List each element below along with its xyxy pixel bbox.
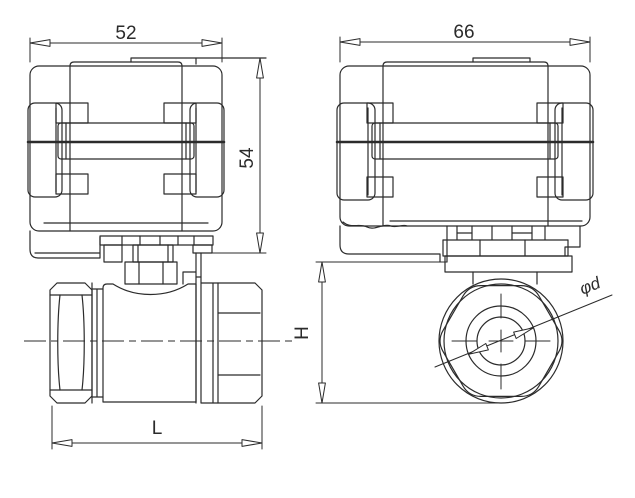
dim-label-side-width: 66 (453, 22, 474, 43)
arrowhead-icon (256, 232, 264, 254)
arrowhead-icon (339, 38, 361, 46)
front-mounting-bracket (99, 235, 214, 285)
side-valve-end-view (438, 278, 564, 404)
arrowhead-icon (318, 261, 326, 283)
dim-label-front-width: 52 (115, 23, 136, 44)
arrowhead-icon (51, 439, 73, 447)
arrowhead-icon (241, 439, 263, 447)
dimension-side-width: 66 (339, 22, 591, 63)
side-mounting-bracket (442, 225, 573, 285)
arrowhead-icon (468, 343, 489, 355)
side-view (335, 57, 595, 404)
dimension-side-height: H (292, 261, 504, 404)
arrowhead-icon (513, 327, 534, 339)
dimension-front-height: 54 (192, 57, 267, 254)
arrowhead-icon (569, 38, 591, 46)
front-actuator-housing (26, 57, 267, 259)
dim-label-side-height: H (292, 326, 313, 340)
dimension-front-width: 52 (29, 23, 223, 63)
dim-label-front-height: 54 (237, 147, 258, 169)
dim-label-front-length: L (152, 418, 163, 439)
arrowhead-icon (29, 39, 51, 47)
dimension-front-length: L (51, 405, 263, 450)
arrowhead-icon (256, 57, 264, 79)
arrowhead-icon (201, 39, 223, 47)
hex-nut-outline (439, 285, 563, 397)
dimensions: 52 66 54 L H (29, 22, 613, 450)
front-view (24, 57, 296, 404)
dim-label-port-diameter: φd (577, 273, 604, 299)
side-actuator-housing (335, 57, 595, 263)
front-valve-body (24, 276, 296, 404)
dimension-port-diameter: φd (434, 273, 613, 368)
arrowhead-icon (318, 382, 326, 404)
